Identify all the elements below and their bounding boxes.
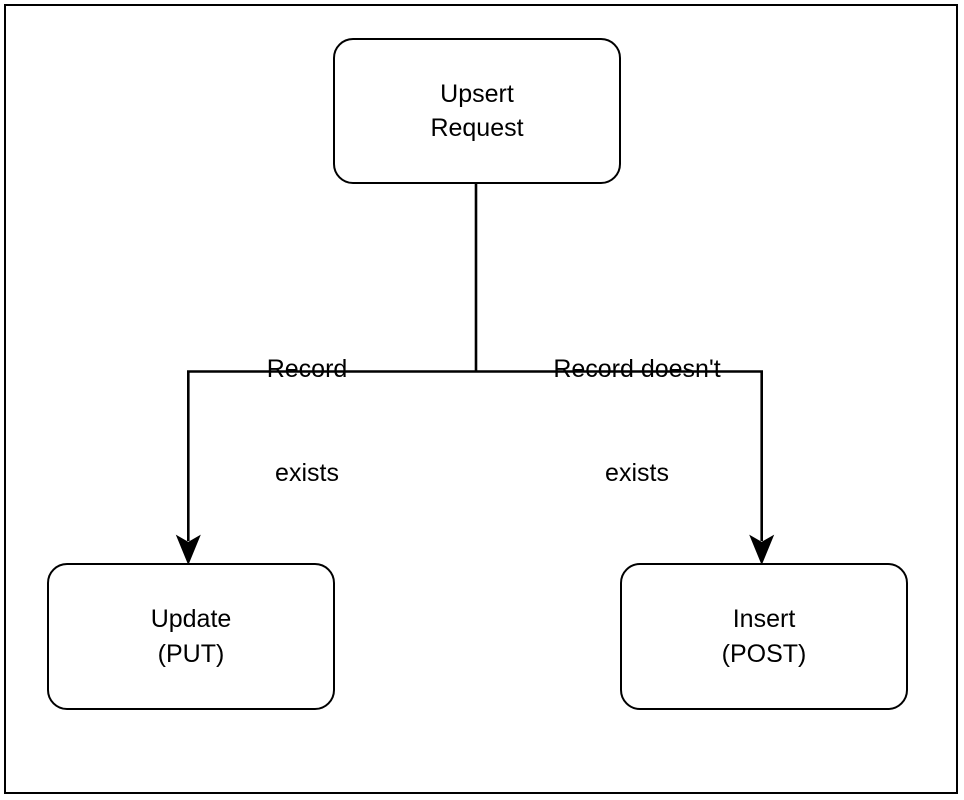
edge-label-record-exists: Record exists [207,283,407,559]
node-update-put-line1: Update [150,605,232,633]
node-upsert-request-line1: Upsert [440,79,514,108]
edge-label-record-exists-line2: exists [275,458,339,487]
arrowhead-right-icon [749,534,775,566]
node-update-put-line2: (PUT) [157,639,225,668]
edge-label-record-doesnt-exist: Record doesn't exists [517,283,757,559]
edge-label-record-exists-line1: Record [266,355,348,383]
node-insert-post-line2: (POST) [721,639,807,668]
node-insert-post-line1: Insert [732,605,796,633]
node-insert-post[interactable]: Insert (POST) [620,563,908,710]
node-upsert-request-line2: Request [430,114,524,142]
edge-label-record-doesnt-exist-line2: exists [605,458,669,487]
node-upsert-request[interactable]: Upsert Request [333,38,621,184]
arrowhead-left-icon [175,534,201,566]
node-update-put[interactable]: Update (PUT) [47,563,335,710]
edge-label-record-doesnt-exist-line1: Record doesn't [553,355,721,383]
